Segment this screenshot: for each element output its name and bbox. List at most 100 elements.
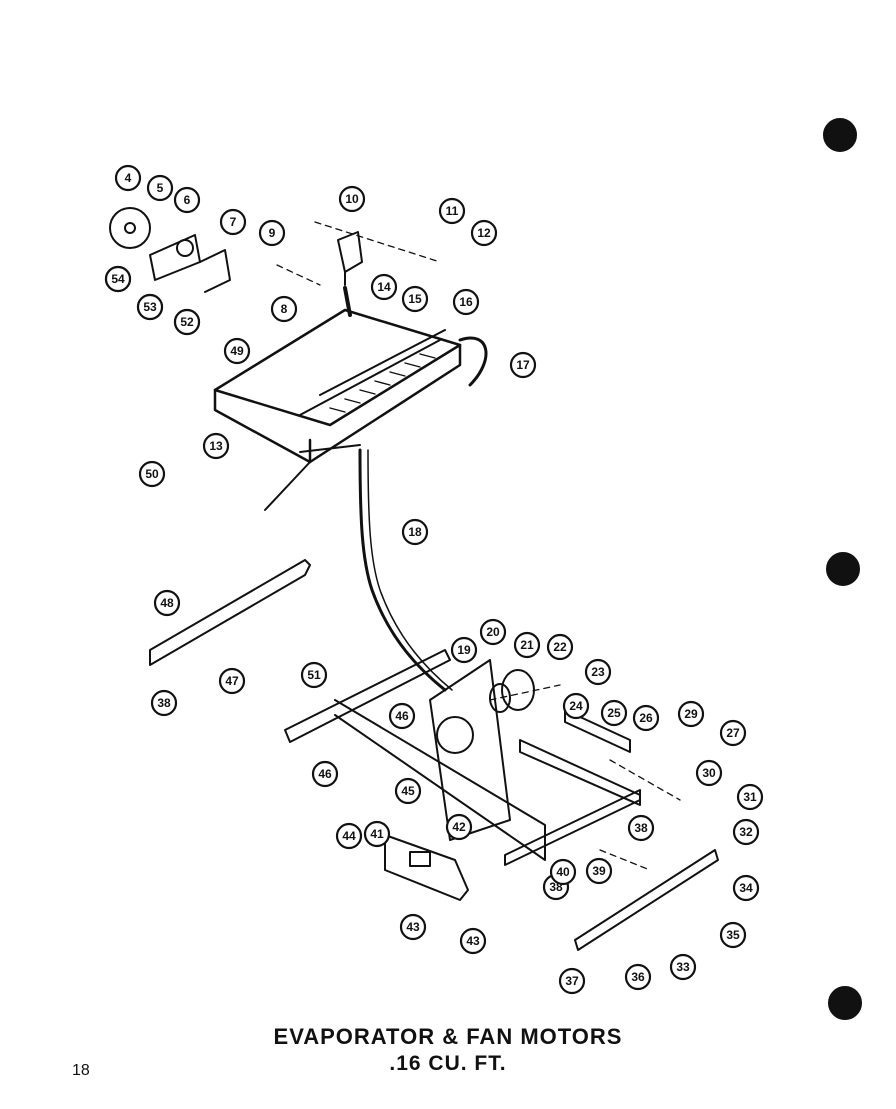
callout-label: 40 xyxy=(556,865,570,879)
callout-label: 43 xyxy=(466,934,480,948)
callout-circle xyxy=(218,667,246,695)
callout-label: 21 xyxy=(520,638,534,652)
callout-label: 38 xyxy=(634,821,648,835)
callout-label: 5 xyxy=(157,181,164,195)
callout-circle xyxy=(479,618,507,646)
callout-label: 10 xyxy=(345,192,359,206)
callout-circle xyxy=(219,208,247,236)
callout-label: 27 xyxy=(726,726,740,740)
callout-label: 31 xyxy=(743,790,757,804)
callout-label: 23 xyxy=(591,665,605,679)
callout-circle xyxy=(300,661,328,689)
callout-circle xyxy=(150,689,178,717)
callout-label: 36 xyxy=(631,970,645,984)
diagram-subtitle: .16 CU. FT. xyxy=(389,1052,507,1075)
callout-circle xyxy=(363,820,391,848)
callout-circle xyxy=(669,953,697,981)
callout-circle xyxy=(624,963,652,991)
callout-label: 19 xyxy=(457,643,471,657)
callout-circle xyxy=(719,921,747,949)
callout-circle xyxy=(394,777,422,805)
callout-label: 22 xyxy=(553,640,567,654)
callout-label: 11 xyxy=(446,204,459,218)
callout-circle xyxy=(136,293,164,321)
callout-label: 4 xyxy=(125,171,132,185)
registration-dot xyxy=(828,986,862,1020)
registration-dot xyxy=(826,552,860,586)
callout-label: 45 xyxy=(401,784,415,798)
channel-part xyxy=(504,709,719,951)
callout-label: 18 xyxy=(408,525,422,539)
diagram-title: EVAPORATOR & FAN MOTORS xyxy=(273,1024,623,1049)
fan-motor-part xyxy=(109,207,231,293)
callout-circle xyxy=(104,265,132,293)
callout-circle xyxy=(677,700,705,728)
callout-circle xyxy=(558,967,586,995)
callout-circle xyxy=(719,719,747,747)
callout-circle xyxy=(146,174,174,202)
evaporator-part xyxy=(213,286,488,511)
callout-label: 32 xyxy=(739,825,753,839)
callout-label: 37 xyxy=(565,974,579,988)
callout-circle xyxy=(138,460,166,488)
callout-circle xyxy=(438,197,466,225)
callout-label: 30 xyxy=(702,766,716,780)
callout-circle xyxy=(401,285,429,313)
callout-circle xyxy=(736,783,764,811)
callout-circle xyxy=(388,702,416,730)
callout-label: 38 xyxy=(157,696,171,710)
callout-label: 42 xyxy=(452,820,466,834)
callout-label: 39 xyxy=(592,864,606,878)
registration-dot xyxy=(823,118,857,152)
callout-circle xyxy=(627,814,655,842)
callout-circle xyxy=(470,219,498,247)
callout-circle xyxy=(399,913,427,941)
callout-circle xyxy=(459,927,487,955)
callout-label: 50 xyxy=(145,467,159,481)
callout-label: 7 xyxy=(230,215,237,229)
callout-label: 6 xyxy=(184,193,191,207)
callout-label: 9 xyxy=(269,226,276,240)
callout-label: 46 xyxy=(318,767,332,781)
callout-label: 49 xyxy=(230,344,244,358)
tube-part xyxy=(358,448,447,692)
callout-label: 8 xyxy=(281,302,288,316)
callout-label: 26 xyxy=(639,711,653,725)
callout-circle xyxy=(338,185,366,213)
callout-circle xyxy=(732,874,760,902)
callout-circle xyxy=(270,295,298,323)
callout-circle xyxy=(513,631,541,659)
callout-label: 15 xyxy=(408,292,422,306)
callout-circle xyxy=(585,857,613,885)
callout-circle xyxy=(335,822,363,850)
callout-circle xyxy=(695,759,723,787)
callout-label: 51 xyxy=(307,668,321,682)
callout-label: 52 xyxy=(180,315,194,329)
callout-circle xyxy=(584,658,612,686)
callout-circle xyxy=(562,692,590,720)
callout-circle xyxy=(549,858,577,886)
callout-label: 54 xyxy=(111,272,125,286)
callout-label: 14 xyxy=(377,280,391,294)
callout-circle xyxy=(223,337,251,365)
callout-label: 12 xyxy=(477,226,491,240)
callout-label: 53 xyxy=(143,300,157,314)
cover-part xyxy=(149,559,311,666)
callout-label: 25 xyxy=(607,706,621,720)
callout-label: 29 xyxy=(684,707,698,721)
callout-circle xyxy=(546,633,574,661)
callout-label: 17 xyxy=(516,358,530,372)
callout-label: 16 xyxy=(459,295,473,309)
callout-circle xyxy=(509,351,537,379)
callout-circle xyxy=(370,273,398,301)
callout-label: 33 xyxy=(676,960,690,974)
callout-label: 20 xyxy=(486,625,500,639)
frame-part xyxy=(284,649,546,861)
callout-circle xyxy=(173,186,201,214)
callout-label: 34 xyxy=(739,881,753,895)
bracket-part xyxy=(337,231,363,273)
callout-label: 24 xyxy=(569,699,583,713)
callout-label: 35 xyxy=(726,928,740,942)
callout-label: 43 xyxy=(406,920,420,934)
